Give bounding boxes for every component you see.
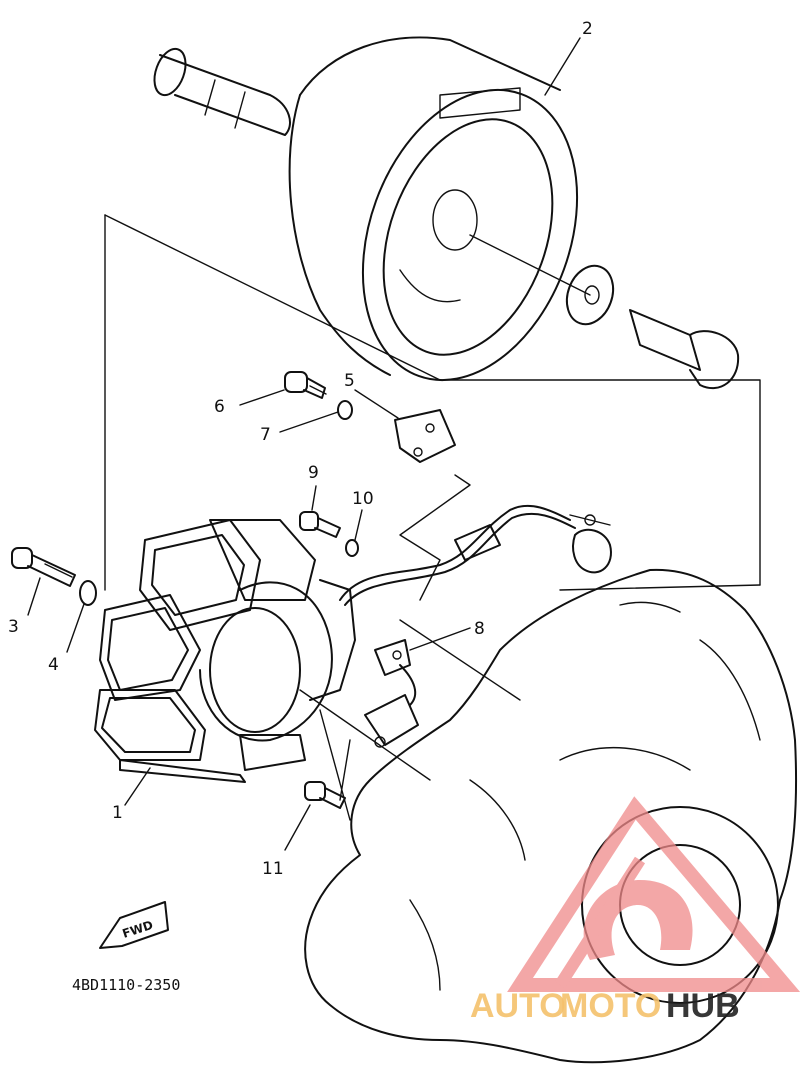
dowel-pin [153,47,291,136]
watermark-moto: MOTO [560,987,661,1025]
flywheel-nut [469,234,740,390]
callout-10: 10 [352,489,374,509]
bracket-5 [394,409,456,463]
leader-lines [27,37,581,851]
callout-labels: 1 2 3 4 5 6 7 8 9 10 11 [8,19,593,879]
flywheel-rotor [288,36,579,382]
washer-10 [345,539,359,557]
callout-4: 4 [48,655,59,675]
washer-4 [79,580,97,606]
callout-8: 8 [474,619,485,639]
washer [565,264,615,326]
screw-9 [299,511,341,538]
reference-lines [104,214,761,821]
callout-1: 1 [112,803,123,823]
callout-5: 5 [344,371,355,391]
callout-2: 2 [582,19,593,39]
washer-7 [337,400,353,420]
clamp-8 [364,639,419,748]
watermark-hub: HUB [666,987,740,1025]
bolt-3 [11,547,76,587]
watermark-auto: AUTO [470,987,566,1025]
stator-assembly [94,519,356,783]
callout-9: 9 [308,463,319,483]
fwd-arrow: FWD [99,901,169,949]
bolt-6 [284,371,327,399]
watermark-text: AUTO MOTO HUB [470,987,740,1025]
callout-3: 3 [8,617,19,637]
callout-11: 11 [262,859,284,879]
callout-6: 6 [214,397,225,417]
logo-triangle [507,796,800,992]
watermark-logo [507,796,800,992]
screw-11 [304,781,346,809]
callout-7: 7 [260,425,271,445]
figure-code: 4BD1110-2350 [72,976,180,994]
wire-harness [339,504,612,606]
